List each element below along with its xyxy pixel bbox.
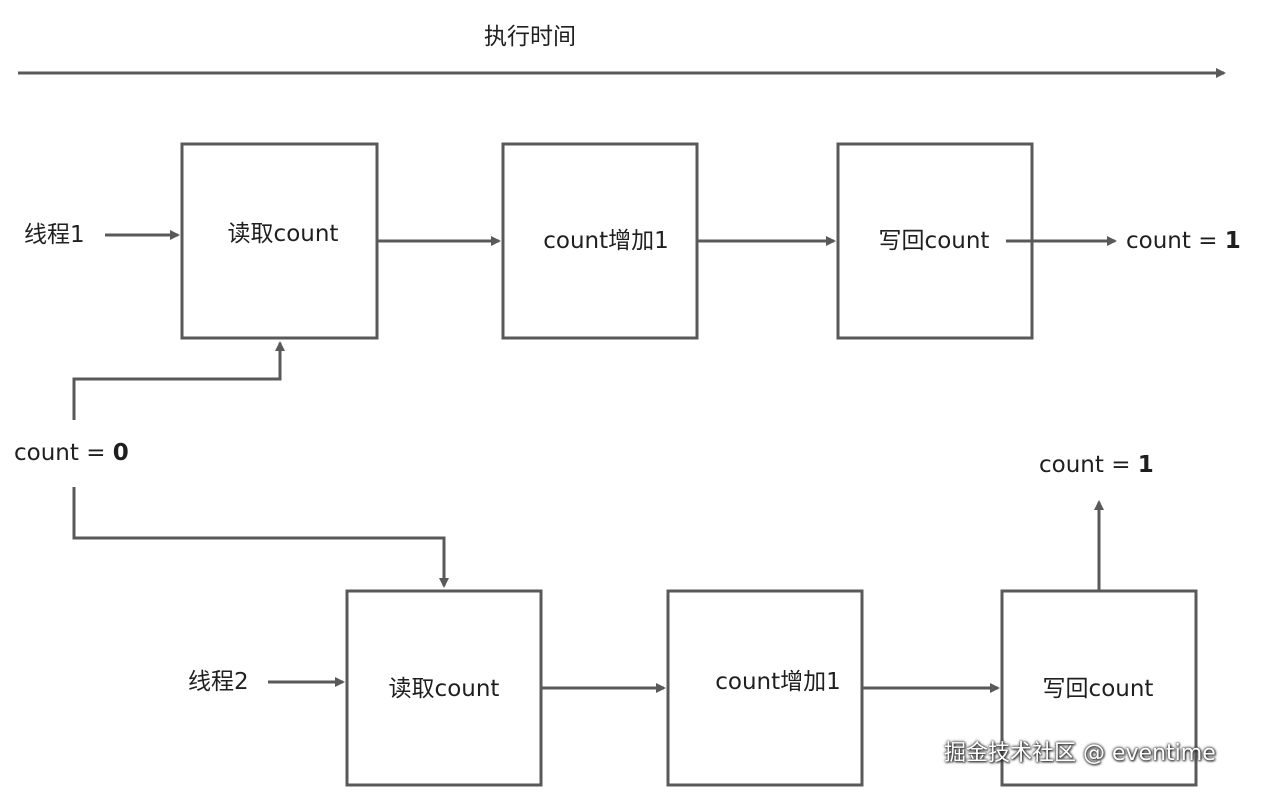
thread2-step2-text: count增加1 <box>715 669 841 695</box>
thread1-step1-text: 读取count <box>227 221 339 247</box>
shared-to-thread2-connector <box>72 487 449 588</box>
shared-to-thread1-connector <box>72 341 285 420</box>
thread2-result: count = 1 <box>1039 451 1154 479</box>
thread1-result: count = 1 <box>1126 227 1241 255</box>
watermark: 掘金技术社区 @ eventime <box>944 741 1216 766</box>
thread1-label: 线程1 <box>24 222 85 248</box>
thread2-result-label: count = <box>1039 452 1138 478</box>
initial-count-value: 0 <box>112 440 129 466</box>
time-axis-label: 执行时间 <box>484 24 576 50</box>
thread2-step1-text: 读取count <box>388 676 500 702</box>
thread2-result-value: 1 <box>1137 452 1154 478</box>
thread2-label: 线程2 <box>188 669 249 695</box>
thread1-step3-text: 写回count <box>878 228 990 254</box>
initial-count: count = 0 <box>14 439 129 467</box>
thread2-step3-text: 写回count <box>1042 676 1154 702</box>
thread1-result-label: count = <box>1126 228 1225 254</box>
thread1-result-value: 1 <box>1224 228 1241 254</box>
thread1-step2-text: count增加1 <box>543 228 669 254</box>
initial-count-label: count = <box>14 440 113 466</box>
